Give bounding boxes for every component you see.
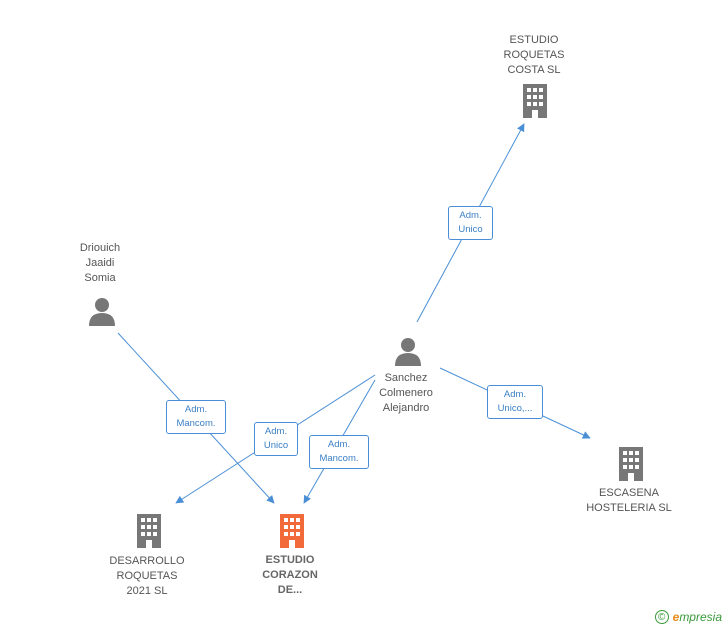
node-label-escasena[interactable]: ESCASENA HOSTELERIA SL bbox=[586, 487, 672, 514]
edge-label-adm-mancom-driouich[interactable]: Adm. Mancom. bbox=[166, 400, 226, 434]
building-icon[interactable] bbox=[520, 84, 550, 118]
building-icon[interactable] bbox=[134, 514, 164, 548]
node-label-desarrollo[interactable]: DESARROLLO ROQUETAS 2021 SL bbox=[109, 555, 185, 597]
building-icon[interactable] bbox=[616, 447, 646, 481]
node-label-estudio-roquetas[interactable]: ESTUDIO ROQUETAS COSTA SL bbox=[503, 34, 565, 76]
brand-logo: empresia bbox=[672, 610, 722, 624]
edge-label-adm-unico-desarrollo[interactable]: Adm. Unico bbox=[254, 422, 298, 456]
edge-label-adm-unico-escasena[interactable]: Adm. Unico,... bbox=[487, 385, 543, 419]
node-label-estudio-corazon[interactable]: ESTUDIO CORAZON DE... bbox=[262, 554, 318, 596]
copyright-icon: © bbox=[654, 610, 669, 624]
person-icon[interactable] bbox=[393, 336, 423, 366]
node-label-driouich[interactable]: Driouich Jaaidi Somia bbox=[79, 242, 121, 284]
person-icon[interactable] bbox=[87, 296, 117, 326]
empresia-watermark: © empresia bbox=[654, 610, 722, 624]
node-label-sanchez[interactable]: Sanchez Colmenero Alejandro bbox=[379, 372, 433, 414]
edge-label-adm-mancom-sanchez[interactable]: Adm. Mancom. bbox=[309, 435, 369, 469]
building-icon[interactable] bbox=[277, 514, 307, 548]
edge-label-adm-unico-roquetas[interactable]: Adm. Unico bbox=[448, 206, 493, 240]
